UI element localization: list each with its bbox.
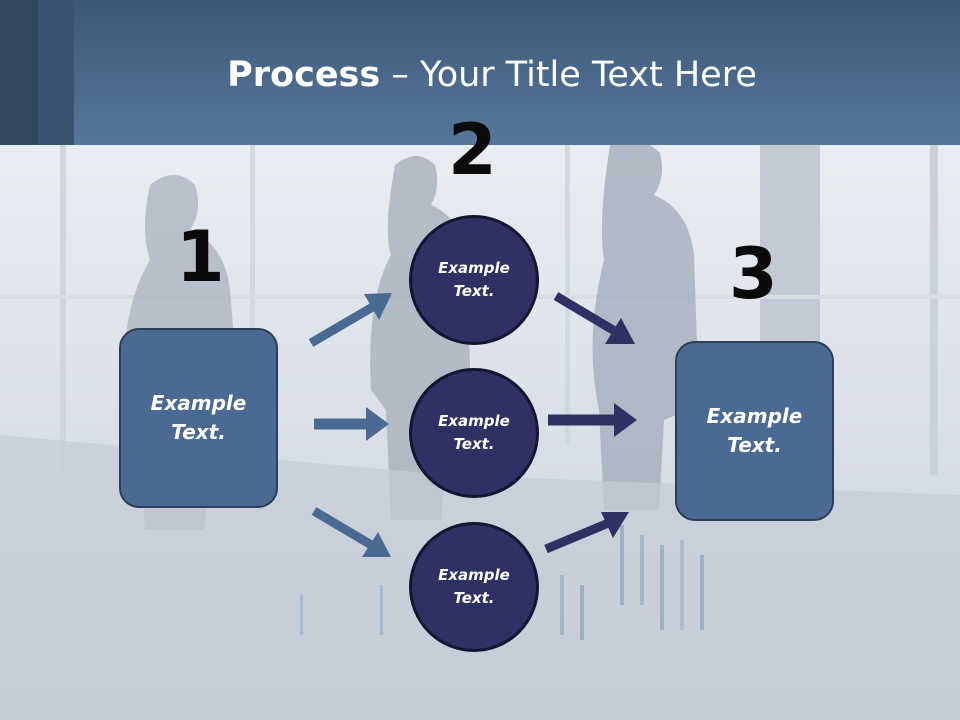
arrow-from-circle-1 bbox=[553, 292, 635, 344]
title-bar: Process – Your Title Text Here bbox=[0, 0, 960, 145]
header-accent-stripe-secondary bbox=[38, 0, 74, 145]
arrow-to-circle-1 bbox=[308, 293, 392, 347]
process-circle-3-text: Example Text. bbox=[438, 566, 510, 607]
header-accent-stripe bbox=[0, 0, 38, 145]
process-circle-2-text: Example Text. bbox=[438, 412, 510, 453]
process-box-input: Example Text. bbox=[119, 328, 278, 508]
process-circle-2: Example Text. bbox=[409, 368, 539, 498]
process-circle-1-text: Example Text. bbox=[438, 259, 510, 300]
step-number-3: 3 bbox=[729, 233, 778, 315]
arrow-from-circle-3 bbox=[544, 512, 629, 554]
process-box-output: Example Text. bbox=[675, 341, 834, 521]
slide-title-rest: – Your Title Text Here bbox=[380, 55, 757, 95]
slide-title-bold: Process bbox=[227, 55, 381, 95]
process-circle-1: Example Text. bbox=[409, 215, 539, 345]
process-box-output-text: Example Text. bbox=[706, 404, 803, 457]
slide-title: Process – Your Title Text Here bbox=[0, 52, 960, 98]
process-box-input-text: Example Text. bbox=[150, 391, 247, 444]
step-number-2: 2 bbox=[448, 109, 497, 191]
process-circle-3: Example Text. bbox=[409, 522, 539, 652]
step-number-1: 1 bbox=[176, 216, 225, 298]
arrow-from-circle-2 bbox=[548, 403, 637, 437]
arrow-to-circle-3 bbox=[311, 507, 391, 557]
arrow-to-circle-2 bbox=[314, 407, 389, 441]
